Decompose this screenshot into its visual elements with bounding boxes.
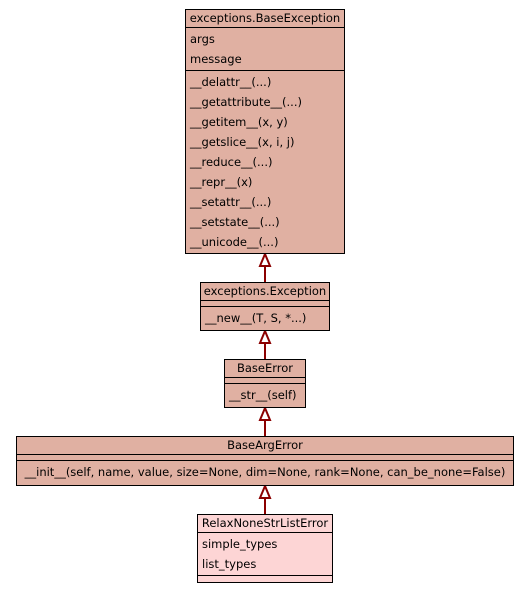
attributes-section: args message bbox=[186, 28, 344, 71]
attributes-section: simple_types list_types bbox=[198, 533, 332, 576]
attribute: message bbox=[190, 52, 242, 66]
class-name: BaseArgError bbox=[17, 437, 513, 455]
methods-section: __str__(self) bbox=[225, 384, 305, 406]
attributes-section bbox=[17, 455, 513, 461]
method: __delattr__(...) bbox=[190, 75, 272, 89]
inheritance-arrowhead bbox=[258, 405, 272, 421]
class-exception: exceptions.Exception __new__(T, S, *...) bbox=[200, 282, 330, 331]
method: __init__(self, name, value, size=None, d… bbox=[24, 465, 506, 479]
attribute: simple_types bbox=[202, 537, 278, 551]
class-name: exceptions.BaseException bbox=[186, 10, 344, 28]
method: __setstate__(...) bbox=[190, 215, 280, 229]
attributes-section bbox=[225, 378, 305, 384]
method: __str__(self) bbox=[229, 388, 297, 402]
methods-section bbox=[198, 576, 332, 581]
method: __unicode__(...) bbox=[190, 235, 279, 249]
class-base-error: BaseError __str__(self) bbox=[224, 359, 306, 408]
inheritance-arrowhead bbox=[258, 328, 272, 344]
method: __new__(T, S, *...) bbox=[205, 311, 307, 325]
method: __repr__(x) bbox=[190, 175, 253, 189]
method: __setattr__(...) bbox=[190, 195, 272, 209]
attribute: list_types bbox=[202, 557, 257, 571]
methods-section: __new__(T, S, *...) bbox=[201, 307, 329, 329]
inheritance-arrowhead bbox=[258, 483, 272, 499]
class-name: exceptions.Exception bbox=[201, 283, 329, 301]
attributes-section bbox=[201, 301, 329, 307]
attribute: args bbox=[190, 32, 215, 46]
class-base-exception: exceptions.BaseException args message __… bbox=[185, 9, 345, 254]
methods-section: __delattr__(...) __getattribute__(...) _… bbox=[186, 71, 344, 253]
class-relax-none-str-list-error: RelaxNoneStrListError simple_types list_… bbox=[197, 514, 333, 583]
inheritance-arrowhead bbox=[258, 251, 272, 267]
class-base-arg-error: BaseArgError __init__(self, name, value,… bbox=[16, 436, 514, 486]
method: __getslice__(x, i, j) bbox=[190, 135, 295, 149]
class-name: BaseError bbox=[225, 360, 305, 378]
method: __getattribute__(...) bbox=[190, 95, 302, 109]
methods-section: __init__(self, name, value, size=None, d… bbox=[17, 461, 513, 483]
method: __getitem__(x, y) bbox=[190, 115, 288, 129]
method: __reduce__(...) bbox=[190, 155, 273, 169]
class-name: RelaxNoneStrListError bbox=[198, 515, 332, 533]
